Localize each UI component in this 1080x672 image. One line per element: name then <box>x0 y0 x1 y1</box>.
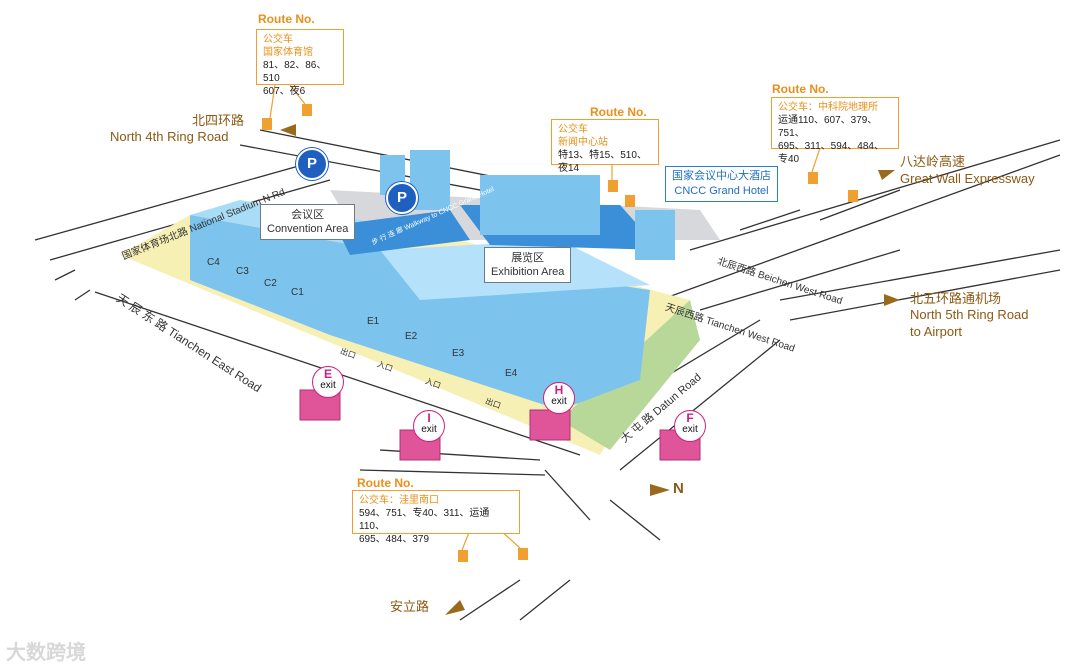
route-title-1: Route No. <box>258 12 315 26</box>
exit-h-word: exit <box>551 396 567 407</box>
convention-cn: 会议区 <box>291 209 325 221</box>
route-3-line-3: 695、311、594、484、专40 <box>778 141 884 165</box>
route-2-line-3: 特13、特15、510、夜14 <box>558 150 647 174</box>
north5-en-1: North 5th Ring Road <box>910 307 1029 322</box>
hall-c3: C3 <box>236 266 249 277</box>
hotel-cn: 国家会议中心大酒店 <box>672 170 771 182</box>
bus-stops <box>262 104 858 562</box>
exhibition-area-callout: 展览区 Exhibition Area <box>484 247 572 283</box>
route-title-2: Route No. <box>590 105 647 119</box>
route-4-line-3: 695、484、379 <box>359 534 430 545</box>
hall-e1: E1 <box>367 316 380 327</box>
route-title-3: Route No. <box>772 82 829 96</box>
route-box-2: 公交车 新闻中心站 特13、特15、510、夜14 <box>551 119 659 174</box>
north4-cn: 北四环路 <box>191 113 244 128</box>
north4-road-label: 北四环路 <box>162 112 244 129</box>
hall-c4: C4 <box>207 257 220 268</box>
hall-c1: C1 <box>291 287 304 298</box>
greatwall-en: Great Wall Expressway <box>900 171 1035 186</box>
north5-cn: 北五环路通机场 <box>910 291 1002 306</box>
north5-en-2: to Airport <box>910 324 963 339</box>
convention-en: Convention Area <box>267 223 349 235</box>
route-4-line-1: 公交车：洼里南口 <box>359 495 439 506</box>
exit-i-letter: I <box>427 411 431 425</box>
route-title-4: Route No. <box>357 476 414 490</box>
route-2-line-2: 新闻中心站 <box>558 137 608 148</box>
route-1-line-1: 公交车 <box>263 34 293 45</box>
exit-f-letter: F <box>686 411 694 425</box>
route-1-line-3: 81、82、86、510 <box>263 60 327 84</box>
route-4-line-2: 594、751、专40、311、运通110、 <box>359 508 490 532</box>
route-1-line-2: 国家体育馆 <box>263 47 313 58</box>
hotel-tower <box>635 210 675 260</box>
hall-c2: C2 <box>264 278 277 289</box>
exit-h-letter: H <box>554 383 564 397</box>
route-box-3: 公交车：中科院地理所 运通110、607、379、751、 695、311、59… <box>771 97 899 165</box>
route-3-line-1: 公交车：中科院地理所 <box>778 102 878 113</box>
exhibition-cn: 展览区 <box>511 252 545 264</box>
route-box-4: 公交车：洼里南口 594、751、专40、311、运通110、 695、484、… <box>352 490 520 545</box>
hall-e3: E3 <box>452 348 465 359</box>
hall-e2: E2 <box>405 331 418 342</box>
exit-i-word: exit <box>421 424 437 435</box>
route-3-line-2: 运通110、607、379、751、 <box>778 115 878 139</box>
watermark: 大数跨境 <box>6 642 86 664</box>
exit-e-word: exit <box>320 380 336 391</box>
exit-f-word: exit <box>682 424 698 435</box>
hotel-en: CNCC Grand Hotel <box>674 185 769 197</box>
hotel-callout: 国家会议中心大酒店 CNCC Grand Hotel <box>665 166 778 202</box>
convention-area-callout: 会议区 Convention Area <box>260 204 356 240</box>
route-box-1: 公交车 国家体育馆 81、82、86、510 607、夜6 <box>256 29 344 97</box>
hotel-block <box>480 175 600 235</box>
route-1-line-4: 607、夜6 <box>263 86 306 97</box>
anli-road: 安立路 <box>390 599 430 614</box>
route-2-line-1: 公交车 <box>558 124 588 135</box>
north4-en: North 4th Ring Road <box>110 129 229 144</box>
parking-pin-2: P <box>386 182 418 214</box>
walkway <box>335 210 470 255</box>
direction-arrows <box>280 124 900 615</box>
hall-e4: E4 <box>505 368 518 379</box>
greatwall-cn: 八达岭高速 <box>900 154 966 169</box>
parking-pin-1: P <box>296 148 328 180</box>
exhibition-en: Exhibition Area <box>491 266 565 278</box>
exit-e-letter: E <box>323 367 332 381</box>
north-indicator: N <box>673 480 684 497</box>
main-building <box>190 215 650 410</box>
